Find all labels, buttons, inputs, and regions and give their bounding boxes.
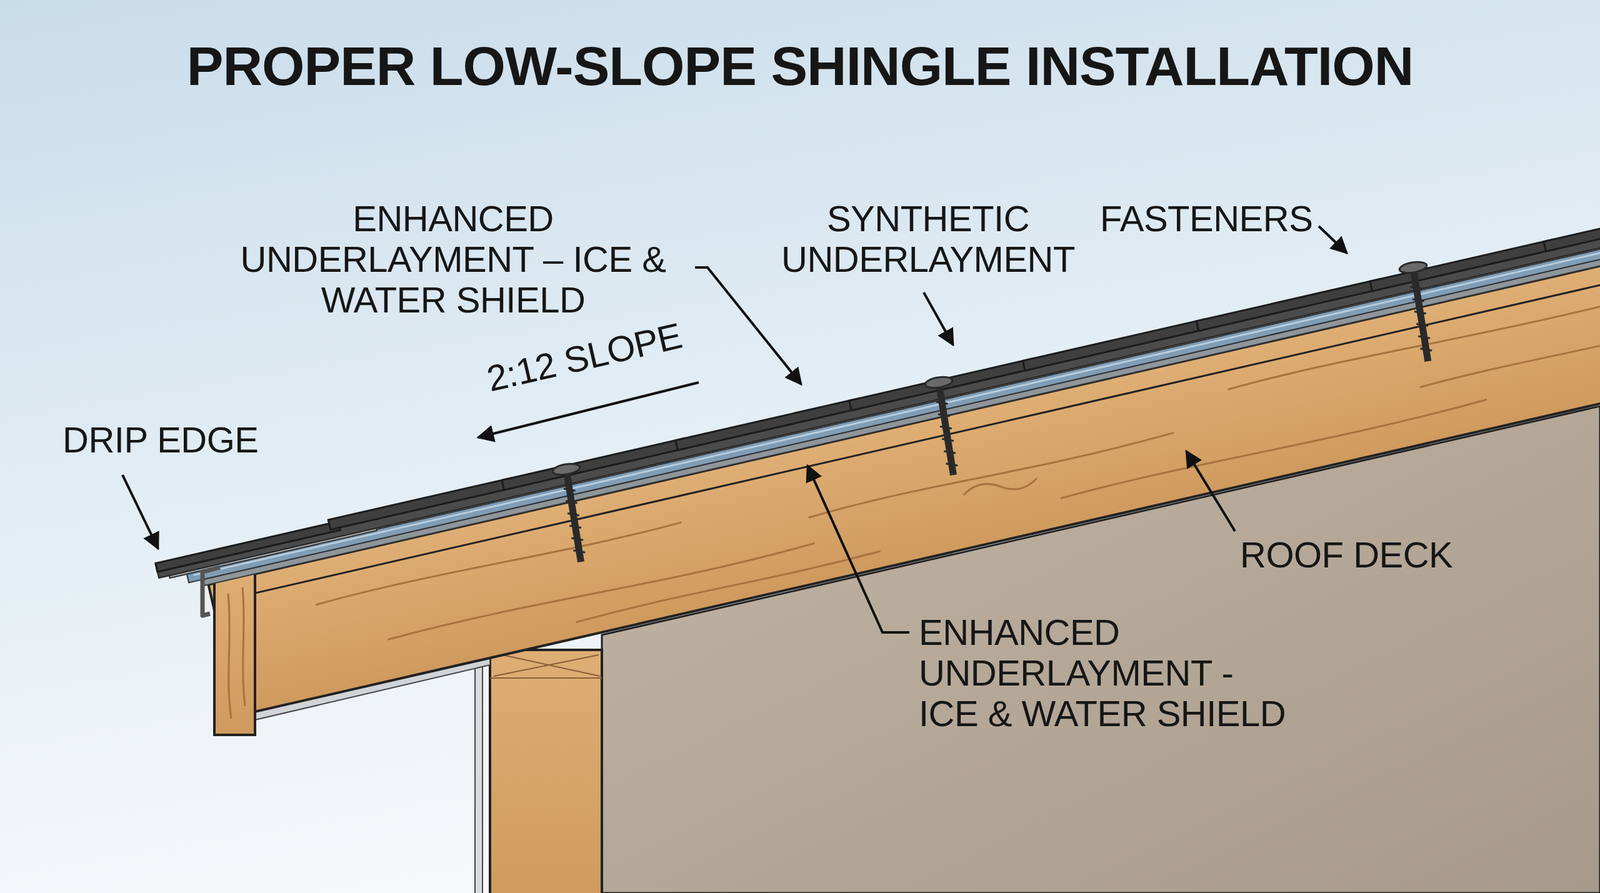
drip-edge xyxy=(202,567,220,616)
title: PROPER LOW-SLOPE SHINGLE INSTALLATION xyxy=(186,34,1414,99)
roof-deck-label: ROOF DECK xyxy=(1240,535,1453,576)
fascia-grain xyxy=(228,587,245,719)
underlayment-label: ENHANCED UNDERLAYMENT – ICE & WATER SHIE… xyxy=(206,198,700,321)
trim xyxy=(475,659,483,893)
fastener-label: FASTENERS xyxy=(1100,198,1313,240)
leader-lines xyxy=(122,226,1347,633)
drip-edge-label: DRIP EDGE xyxy=(62,420,259,461)
post-block xyxy=(490,653,602,679)
post xyxy=(490,650,602,893)
underlayment-label: SYNTHETIC UNDERLAYMENT xyxy=(781,198,1075,280)
fasteners xyxy=(551,260,1442,565)
underlayment-label: ENHANCED UNDERLAYMENT - ICE & WATER SHIE… xyxy=(918,612,1294,735)
fascia-board xyxy=(214,571,255,735)
